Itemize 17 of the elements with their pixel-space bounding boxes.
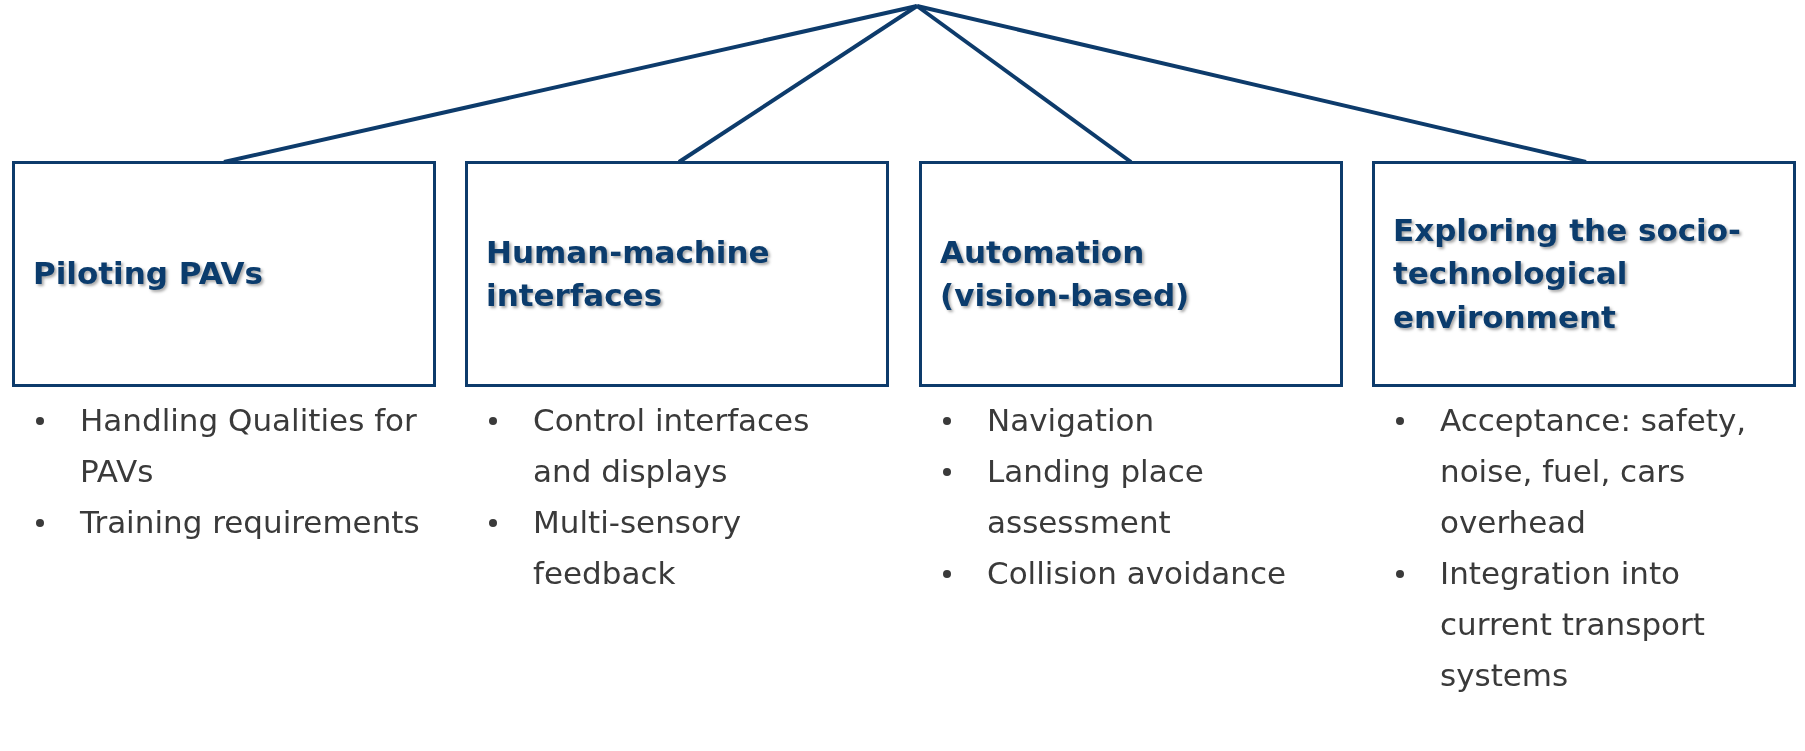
bullet-item: Training requirements	[80, 503, 421, 542]
bullet-item: Control interfaces and displays	[533, 401, 811, 491]
category-box	[12, 161, 436, 387]
category-box	[465, 161, 889, 387]
box-heading: Exploring the socio-technological environment	[1393, 210, 1742, 337]
bullet-item: Integration into current transport systems	[1440, 554, 1706, 695]
bullet-item: Collision avoidance	[987, 554, 1287, 593]
box-heading: Piloting PAVs	[33, 254, 264, 294]
box-heading: Automation (vision-based)	[940, 232, 1191, 315]
bullet-item: Landing place assessment	[987, 452, 1205, 542]
box-heading: Human-machine interfaces	[486, 232, 771, 315]
category-box	[1372, 161, 1796, 387]
bullet-item: Acceptance: safety, noise, fuel, cars overhead	[1440, 401, 1748, 542]
bullet-item: Multi-sensory feedback	[533, 503, 743, 593]
bullet-item: Navigation	[987, 401, 1156, 440]
category-box	[919, 161, 1343, 387]
bullet-item: Handling Qualities for PAVs	[80, 401, 418, 491]
